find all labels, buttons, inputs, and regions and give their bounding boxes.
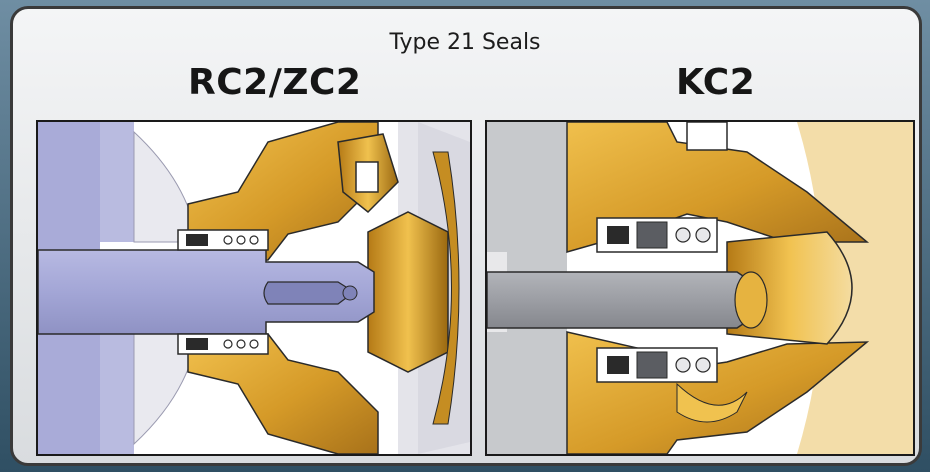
kc2-shaft [487, 271, 750, 329]
rc2-zc2-label: RC2/ZC2 [188, 62, 362, 103]
diagram-title: Type 21 Seals [389, 30, 541, 55]
kc2-illustration [487, 122, 913, 454]
rc2-zc2-illustration [38, 122, 470, 454]
impeller-body-lower [187, 331, 379, 454]
kc2-label: KC2 [676, 62, 756, 103]
kc2-cross-section [485, 120, 915, 456]
rc2-zc2-cross-section [36, 120, 472, 456]
